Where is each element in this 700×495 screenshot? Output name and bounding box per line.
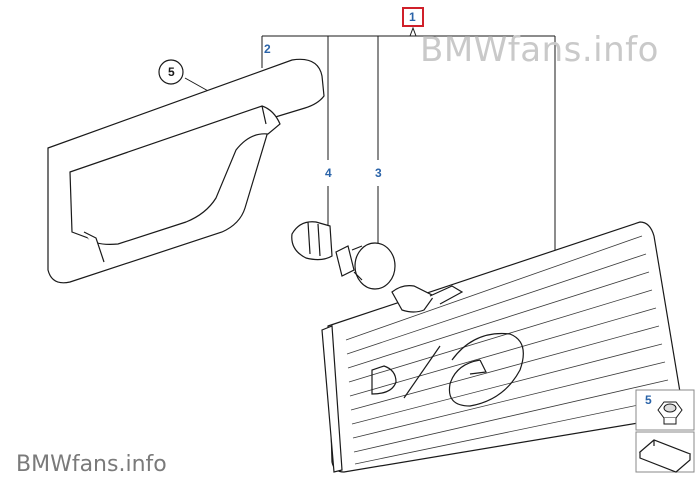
lens-rib [350, 325, 660, 411]
socket-ribs [307, 221, 321, 257]
gasket-detail [83, 105, 267, 263]
bracket-side-face [639, 452, 691, 473]
gasket-part [47, 58, 325, 284]
callout-1-label: 1 [409, 10, 416, 24]
callout-5-label: 5 [168, 65, 175, 79]
watermark-top: BMWfans.info [420, 30, 659, 70]
callout-5-circle [158, 59, 184, 85]
side-marker-lamp [321, 221, 683, 473]
lens-rib [345, 235, 643, 341]
bulb-socket [291, 221, 333, 261]
hex-nut-collar [663, 418, 677, 425]
lens-emblem [371, 332, 524, 407]
lamp-edge [321, 325, 343, 473]
lens-rib [348, 289, 653, 383]
lens-rib [352, 361, 666, 439]
bulb-base [335, 245, 355, 277]
gasket-inner [69, 105, 281, 245]
hex-nut-hole [663, 403, 677, 413]
lens-rib [349, 307, 657, 397]
legend-5-label: 5 [645, 393, 652, 407]
lamp-ribs [345, 235, 673, 465]
leader-gasket [184, 77, 211, 93]
leader-lines [184, 26, 556, 250]
right-angle-bracket-icon [638, 439, 692, 473]
lens-rib [354, 397, 673, 465]
lens-rib [353, 379, 669, 453]
socket-body [291, 221, 333, 261]
watermark-bottom: BMWfans.info [16, 452, 167, 477]
lens-rib [351, 343, 663, 425]
legend-panel [635, 389, 695, 473]
callout-2-label: 2 [264, 42, 271, 56]
lens-rib [346, 253, 647, 355]
callout-1-highlight-box [402, 7, 424, 27]
bulb-glass [354, 242, 396, 290]
callout-3-label: 3 [375, 166, 382, 180]
emblem-slash [403, 345, 441, 399]
emblem-d-shape [371, 365, 397, 395]
leader-apex [409, 26, 417, 37]
hex-nut-icon [657, 401, 683, 425]
lens-rib [347, 271, 650, 369]
emblem-arrow [448, 332, 524, 407]
bulb [335, 242, 396, 290]
callout-4-label: 4 [325, 166, 332, 180]
emblem-arrowhead [469, 359, 487, 375]
bulb-neck [351, 245, 363, 281]
lamp-socket-housing [391, 285, 435, 313]
lamp-socket-tab [429, 285, 464, 305]
